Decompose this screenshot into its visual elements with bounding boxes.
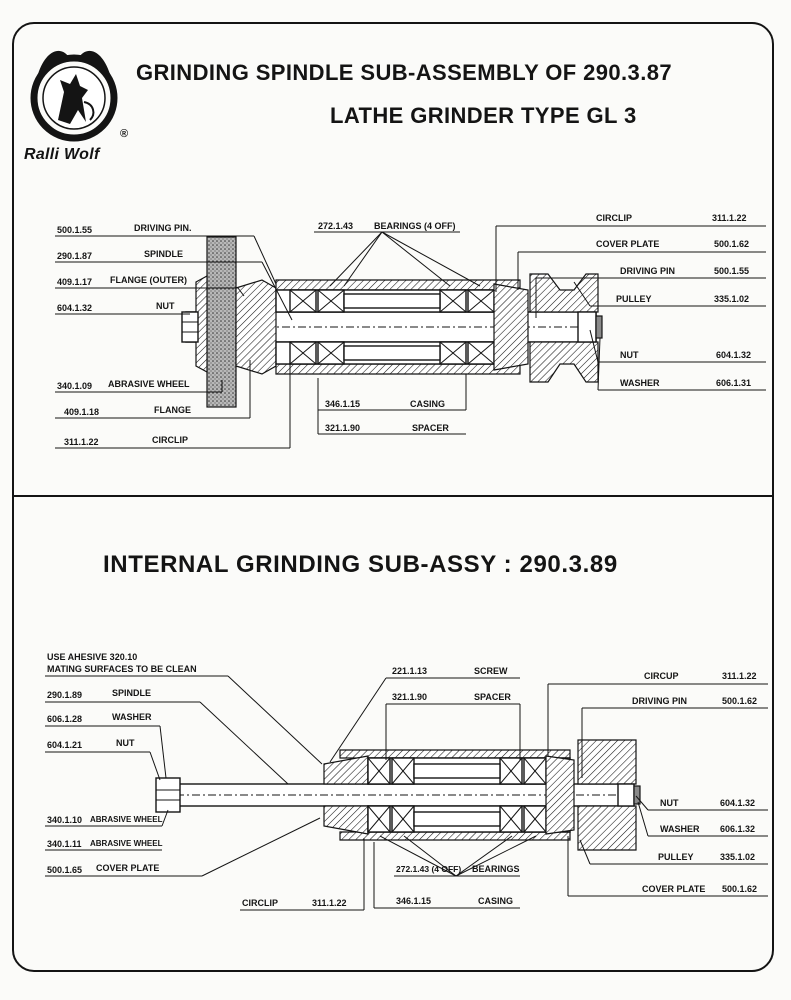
bottom-label-name: CASING	[478, 896, 513, 906]
top-label-code: 604.1.32	[716, 350, 751, 360]
bottom-label-name: WASHER	[112, 712, 152, 722]
top-label-code: 311.1.22	[64, 437, 99, 447]
bottom-leader-lines	[45, 675, 768, 911]
adhesive-note-line1: USE AHESIVE 320.10	[47, 652, 137, 662]
top-assembly-drawing	[181, 236, 603, 408]
top-label-code: 346.1.15	[325, 399, 360, 409]
bottom-label-code: 500.1.62	[722, 696, 757, 706]
bottom-label-code: 340.1.10	[47, 815, 82, 825]
bottom-label-code: 606.1.32	[720, 824, 755, 834]
top-title-line1: GRINDING SPINDLE SUB-ASSEMBLY OF 290.3.8…	[136, 60, 672, 85]
bottom-label-name: SPINDLE	[112, 688, 151, 698]
top-label-name: NUT	[156, 301, 175, 311]
section-divider	[12, 495, 774, 497]
top-label-code: 335.1.02	[714, 294, 749, 304]
top-label-code: 409.1.17	[57, 277, 92, 287]
top-labels: 500.1.55 DRIVING PIN. 290.1.87 SPINDLE 4…	[57, 213, 751, 447]
top-label-code: 321.1.90	[325, 423, 360, 433]
top-leader-lines	[55, 225, 766, 449]
bottom-label-code: 604.1.21	[47, 740, 82, 750]
bottom-label-name: BEARINGS	[472, 864, 520, 874]
bottom-label-code: 311.1.22	[722, 671, 757, 681]
bottom-label-name: COVER PLATE	[642, 884, 705, 894]
bottom-title: INTERNAL GRINDING SUB-ASSY : 290.3.89	[103, 551, 618, 578]
bottom-label-code: 340.1.11	[47, 839, 82, 849]
bottom-label-name: NUT	[660, 798, 679, 808]
top-label-name: SPINDLE	[144, 249, 183, 259]
top-label-name: FLANGE (OUTER)	[110, 275, 187, 285]
bottom-label-code: 272.1.43 (4 OFF)	[396, 864, 461, 874]
bottom-label-name: CIRCLIP	[242, 898, 278, 908]
bottom-label-name: WASHER	[660, 824, 700, 834]
top-label-name: CIRCLIP	[596, 213, 632, 223]
bottom-label-code: 604.1.32	[720, 798, 755, 808]
bottom-label-code: 500.1.65	[47, 865, 82, 875]
bottom-label-code: 335.1.02	[720, 852, 755, 862]
bottom-label-name: SCREW	[474, 666, 508, 676]
bottom-label-name: NUT	[116, 738, 135, 748]
top-label-name: NUT	[620, 350, 639, 360]
bottom-label-name: PULLEY	[658, 852, 694, 862]
bottom-label-code: 606.1.28	[47, 714, 82, 724]
top-label-code: 606.1.31	[716, 378, 751, 388]
top-label-code: 500.1.62	[714, 239, 749, 249]
top-label-name: DRIVING PIN	[620, 266, 675, 276]
top-label-code: 604.1.32	[57, 303, 92, 313]
bottom-label-name: CIRCUP	[644, 671, 679, 681]
bottom-label-name: SPACER	[474, 692, 511, 702]
page-frame	[12, 22, 774, 972]
top-label-name: WASHER	[620, 378, 660, 388]
top-label-name: FLANGE	[154, 405, 191, 415]
bottom-labels: USE AHESIVE 320.10 MATING SURFACES TO BE…	[47, 652, 757, 908]
top-label-code: 500.1.55	[714, 266, 749, 276]
bottom-label-code: 221.1.13	[392, 666, 427, 676]
bottom-label-name: ABRASIVE WHEEL	[90, 839, 163, 848]
bottom-assembly-drawing	[155, 739, 641, 851]
top-label-name: CIRCLIP	[152, 435, 188, 445]
top-label-code: 311.1.22	[712, 213, 747, 223]
top-label-name: DRIVING PIN.	[134, 223, 192, 233]
top-label-name: BEARINGS (4 OFF)	[374, 221, 456, 231]
bottom-label-code: 311.1.22	[312, 898, 347, 908]
brand-name: Ralli Wolf	[24, 146, 100, 163]
top-label-code: 409.1.18	[64, 407, 99, 417]
bottom-label-code: 500.1.62	[722, 884, 757, 894]
top-title-line2: LATHE GRINDER TYPE GL 3	[330, 103, 637, 128]
bottom-label-name: ABRASIVE WHEEL	[90, 815, 163, 824]
top-label-name: SPACER	[412, 423, 449, 433]
bottom-label-code: 290.1.89	[47, 690, 82, 700]
top-label-code: 272.1.43	[318, 221, 353, 231]
top-label-code: 340.1.09	[57, 381, 92, 391]
ralli-wolf-logo	[30, 50, 118, 142]
top-label-code: 290.1.87	[57, 251, 92, 261]
bottom-label-code: 346.1.15	[396, 896, 431, 906]
top-label-code: 500.1.55	[57, 225, 92, 235]
top-label-name: COVER PLATE	[596, 239, 659, 249]
bottom-label-code: 321.1.90	[392, 692, 427, 702]
adhesive-note-line2: MATING SURFACES TO BE CLEAN	[47, 664, 197, 674]
bottom-label-name: COVER PLATE	[96, 863, 159, 873]
bottom-label-name: DRIVING PIN	[632, 696, 687, 706]
top-label-name: ABRASIVE WHEEL	[108, 379, 190, 389]
top-label-name: CASING	[410, 399, 445, 409]
registered-mark: ®	[120, 128, 129, 140]
top-label-name: PULLEY	[616, 294, 652, 304]
